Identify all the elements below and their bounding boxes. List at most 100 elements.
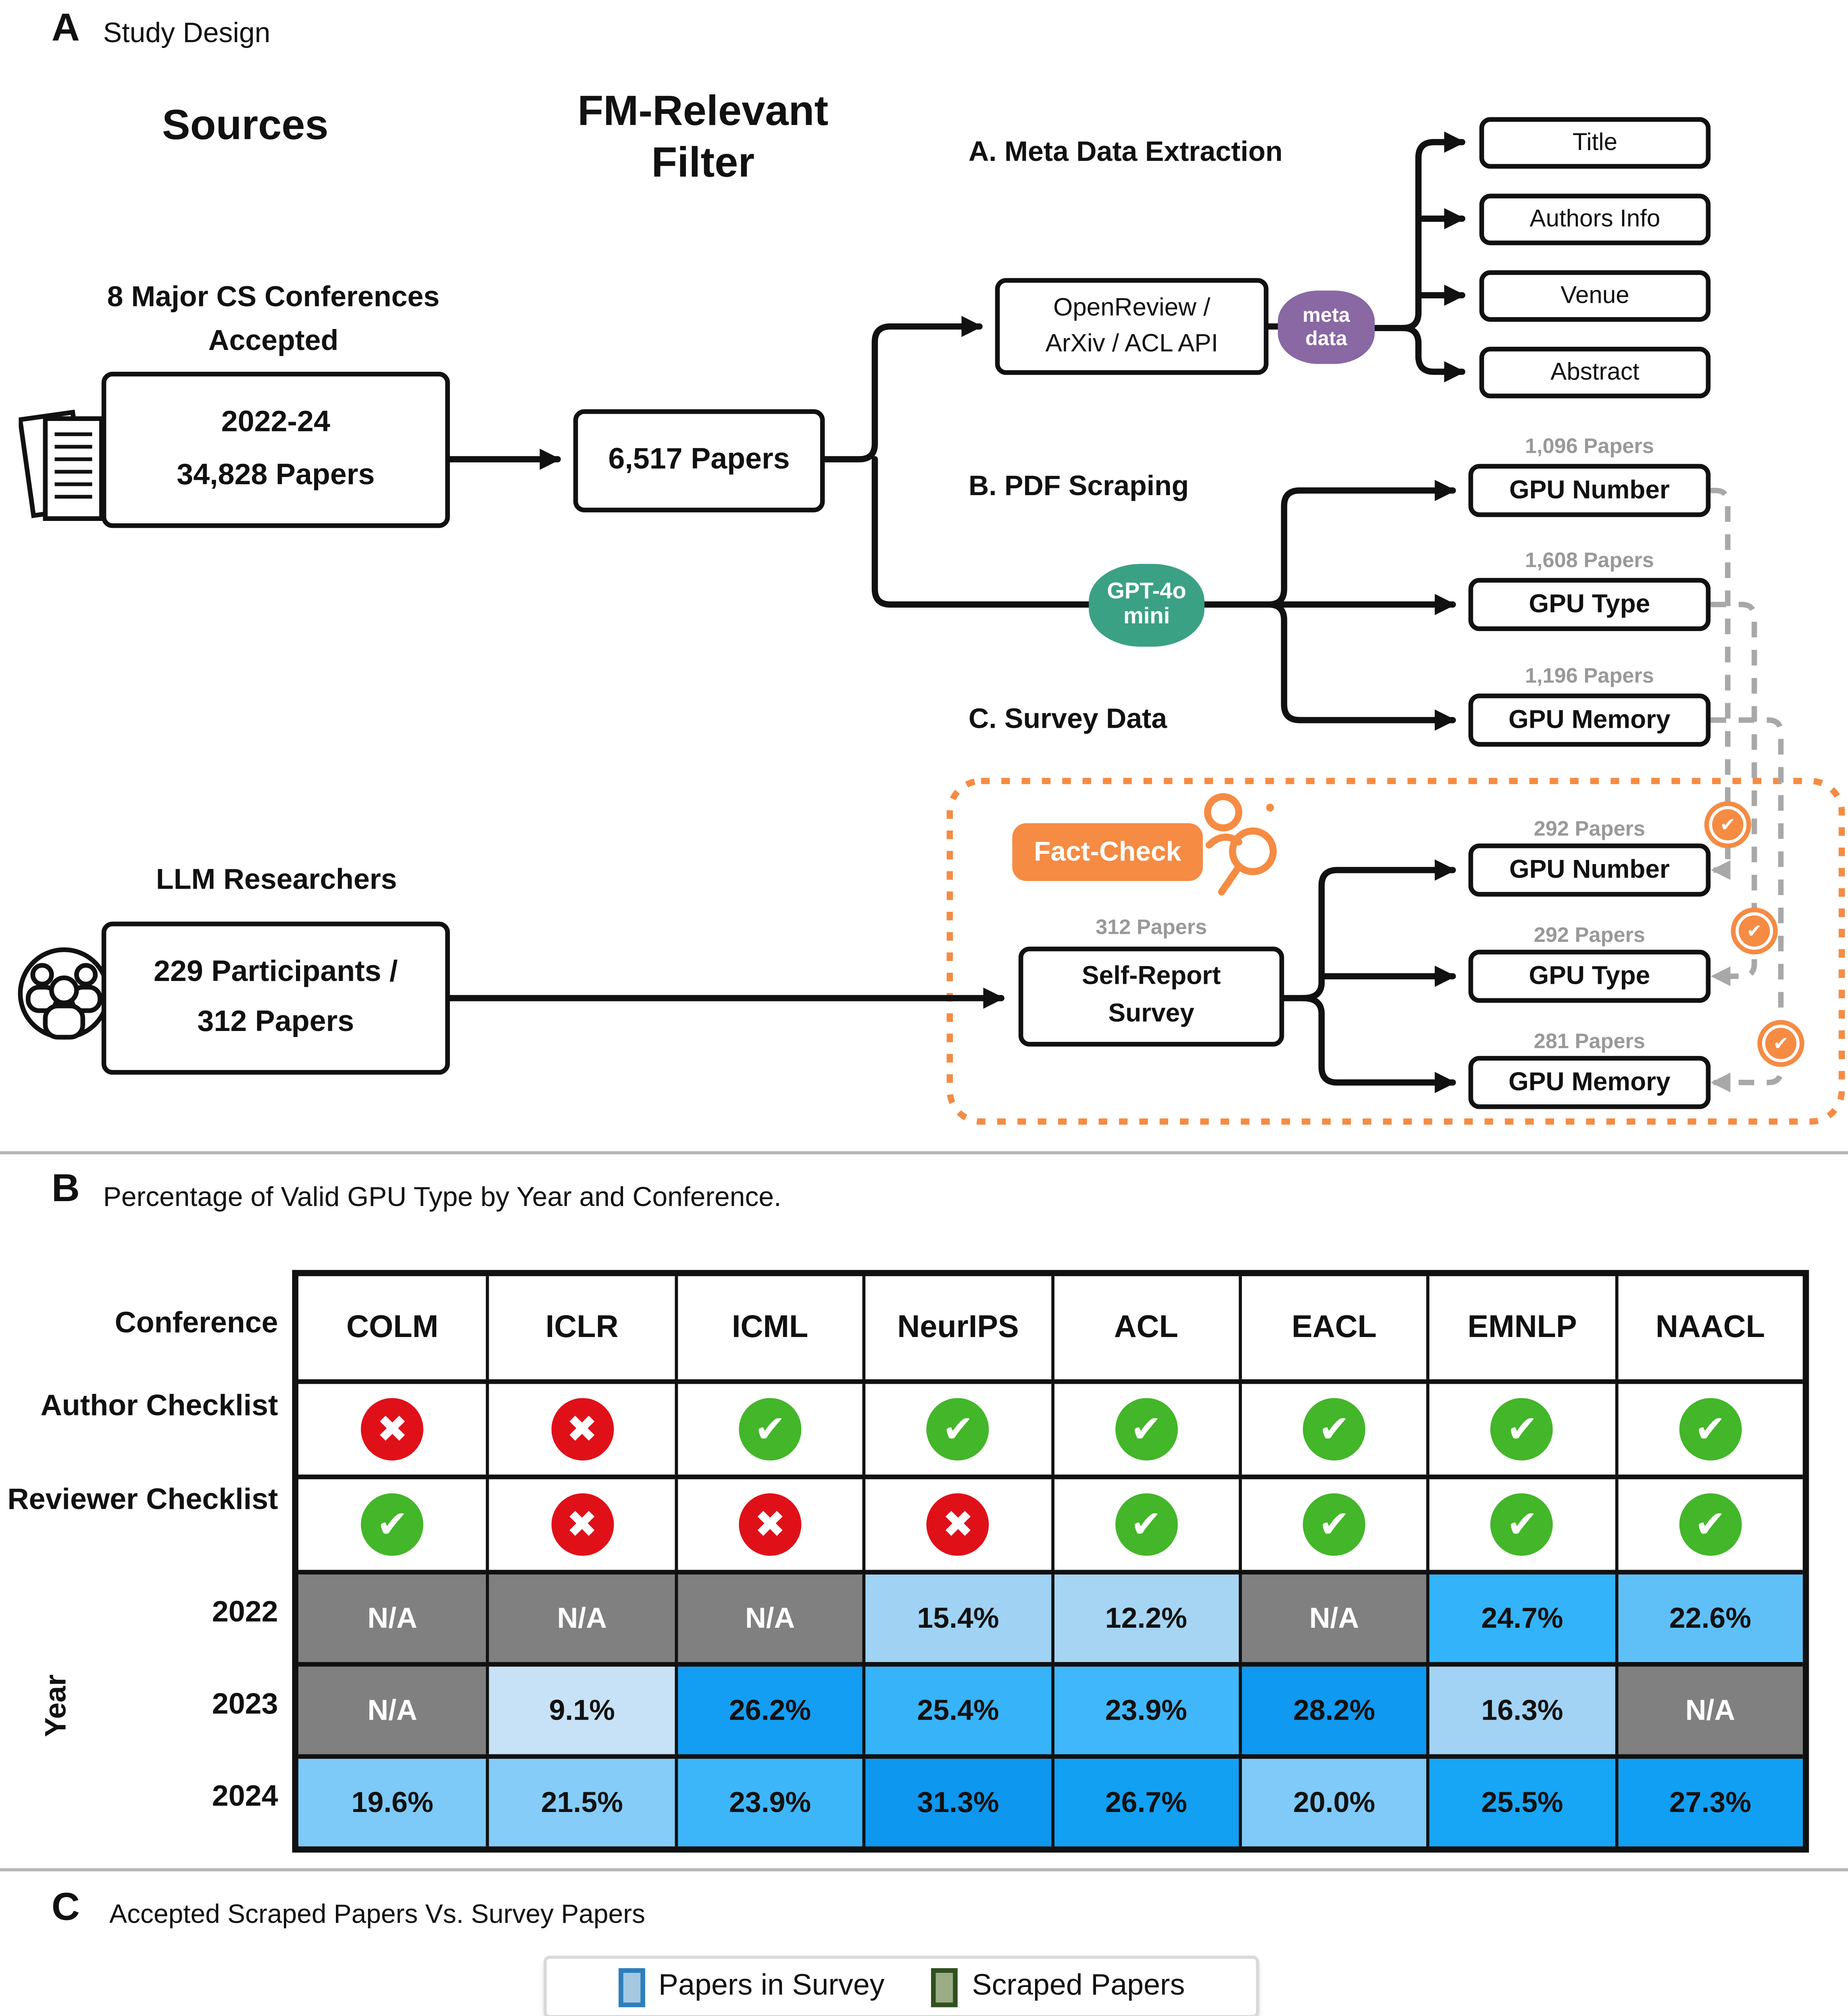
year-2024-label: 2024 xyxy=(212,1781,278,1814)
table-cell: 28.2% xyxy=(1238,1666,1427,1754)
fact-check-badge: Fact-Check xyxy=(1012,823,1203,881)
check-icon: ✔ xyxy=(1303,1398,1366,1461)
gpu-memory-count: 1,196 Papers xyxy=(1525,664,1654,687)
panel-c-title: Accepted Scraped Papers Vs. Survey Paper… xyxy=(109,1899,646,1929)
conference-header: NAACL xyxy=(1615,1276,1802,1379)
reviewer-checklist-label: Reviewer Checklist xyxy=(7,1484,278,1517)
api-box: OpenReview / ArXiv / ACL API xyxy=(995,278,1269,375)
panel-divider xyxy=(0,1151,1848,1154)
scraped-gpu-memory-box: GPU Memory xyxy=(1468,694,1711,747)
check-icon: ✔ xyxy=(1303,1493,1366,1556)
table-cell: N/A xyxy=(298,1574,487,1662)
survey-gpu-memory-box: GPU Memory xyxy=(1468,1056,1711,1109)
year-2022-label: 2022 xyxy=(212,1596,278,1629)
check-icon: ✔ xyxy=(927,1398,990,1461)
table-row: ✔✖✖✖✔✔✔✔ xyxy=(298,1475,1803,1570)
fact-check-magnifier-icon xyxy=(1204,793,1277,896)
check-icon: ✔ xyxy=(1491,1398,1554,1461)
verified-check-icon: ✔ xyxy=(1731,907,1778,955)
table-cell: 9.1% xyxy=(486,1666,675,1754)
check-icon: ✔ xyxy=(361,1493,424,1556)
cross-icon: ✖ xyxy=(550,1398,613,1461)
table-cell: 25.4% xyxy=(862,1666,1051,1754)
table-cell: 22.6% xyxy=(1615,1574,1803,1662)
table-cell: 23.9% xyxy=(674,1759,863,1847)
year-axis-label: Year xyxy=(40,1674,74,1737)
check-icon: ✔ xyxy=(1679,1398,1742,1461)
check-icon: ✔ xyxy=(1115,1398,1177,1461)
conference-header: ICLR xyxy=(486,1276,674,1379)
meta-output-authors: Authors Info xyxy=(1479,194,1711,246)
check-icon: ✔ xyxy=(1712,809,1744,841)
table-cell: 27.3% xyxy=(1615,1759,1803,1847)
flowchart-connectors xyxy=(446,131,1845,1125)
llm-researchers-heading: LLM Researchers xyxy=(156,862,397,895)
table-cell: N/A xyxy=(486,1574,675,1662)
fact-check-enclosure xyxy=(946,778,1845,1125)
scraped-gpu-type-box: GPU Type xyxy=(1468,578,1711,631)
cross-icon: ✖ xyxy=(361,1398,424,1461)
conferences-heading: 8 Major CS Conferences Accepted xyxy=(107,279,440,356)
table-cell: N/A xyxy=(674,1574,863,1662)
table-cell: ✖ xyxy=(674,1479,863,1570)
conference-header: EACL xyxy=(1238,1276,1427,1379)
table-cell: ✖ xyxy=(862,1479,1050,1570)
meta-data-blob: meta data xyxy=(1278,290,1375,364)
panel-b-letter: B xyxy=(51,1166,80,1211)
table-cell: ✔ xyxy=(298,1479,486,1570)
table-cell: ✔ xyxy=(1427,1479,1615,1570)
scraped-swatch-icon xyxy=(931,1967,958,2007)
table-row: 19.6%21.5%23.9%31.3%26.7%20.0%25.5%27.3% xyxy=(298,1754,1803,1847)
meta-extraction-heading: A. Meta Data Extraction xyxy=(968,136,1283,167)
check-icon: ✔ xyxy=(1491,1493,1554,1556)
table-cell: 26.2% xyxy=(674,1666,863,1754)
table-cell: ✖ xyxy=(486,1384,674,1475)
table-cell: 24.7% xyxy=(1427,1574,1615,1662)
legend-item-survey: Papers in Survey xyxy=(618,1967,885,2007)
year-2023-label: 2023 xyxy=(212,1688,278,1722)
table-cell: 26.7% xyxy=(1050,1759,1239,1847)
author-checklist-label: Author Checklist xyxy=(40,1390,278,1423)
paper-stack-icon xyxy=(19,409,104,521)
table-cell: ✔ xyxy=(1050,1384,1238,1475)
table-cell: N/A xyxy=(1238,1574,1427,1662)
conference-row-label: Conference xyxy=(115,1307,278,1340)
table-cell: 19.6% xyxy=(298,1759,487,1847)
people-group-icon xyxy=(18,947,110,1040)
table-cell: 15.4% xyxy=(862,1574,1051,1662)
table-cell: 16.3% xyxy=(1427,1666,1615,1754)
gpu-number-count: 1,096 Papers xyxy=(1525,434,1654,458)
verified-check-icon: ✔ xyxy=(1757,1020,1804,1067)
conference-header: EMNLP xyxy=(1427,1276,1615,1379)
table-cell: 21.5% xyxy=(486,1759,675,1847)
gpu-type-count: 1,608 Papers xyxy=(1525,548,1654,572)
table-cell: ✔ xyxy=(674,1384,863,1475)
legend-item-scraped: Scraped Papers xyxy=(931,1967,1185,2007)
participants-box: 229 Participants / 312 Papers xyxy=(101,921,450,1075)
panel-a-letter: A xyxy=(51,6,80,50)
chart-legend: Papers in Survey Scraped Papers xyxy=(544,1956,1259,2016)
cross-icon: ✖ xyxy=(739,1493,802,1556)
self-report-survey-box: Self-Report Survey xyxy=(1018,946,1284,1047)
conference-header: COLM xyxy=(346,1310,439,1344)
check-icon: ✔ xyxy=(1738,915,1770,947)
sources-heading: Sources xyxy=(162,101,329,149)
table-cell: 20.0% xyxy=(1238,1759,1427,1847)
survey-gpu-number-box: GPU Number xyxy=(1468,843,1711,897)
survey-papers-count: 312 Papers xyxy=(1096,915,1207,939)
meta-output-title: Title xyxy=(1479,117,1711,169)
table-cell: ✔ xyxy=(1238,1384,1427,1475)
check-icon: ✔ xyxy=(1679,1493,1742,1556)
table-cell: ✖ xyxy=(298,1384,486,1475)
table-cell: 23.9% xyxy=(1050,1666,1239,1754)
table-cell: ✔ xyxy=(1615,1384,1802,1475)
cross-icon: ✖ xyxy=(927,1493,990,1556)
survey-gpu-memory-count: 281 Papers xyxy=(1533,1029,1646,1053)
conference-header: ICML xyxy=(674,1276,863,1379)
fact-check-links xyxy=(1710,487,1784,1093)
cross-icon: ✖ xyxy=(550,1493,613,1556)
